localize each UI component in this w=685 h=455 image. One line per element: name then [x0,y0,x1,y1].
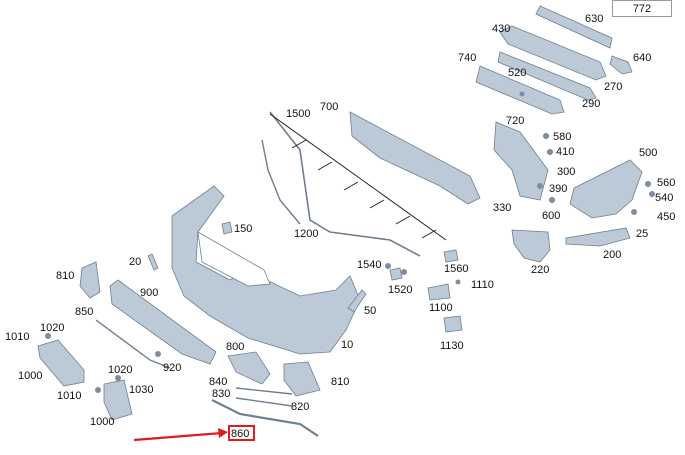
part-label-25[interactable]: 25 [636,228,649,240]
part-label-20[interactable]: 20 [129,256,142,268]
part-label-720[interactable]: 720 [506,115,525,127]
part-label-1130[interactable]: 1130 [440,340,464,352]
part-label-1010[interactable]: 1010 [57,390,82,402]
part-label-640[interactable]: 640 [633,52,652,64]
part-label-540[interactable]: 540 [655,192,674,204]
part-label-630[interactable]: 630 [585,13,604,25]
part-label-820[interactable]: 820 [291,401,310,413]
part-label-10[interactable]: 10 [341,339,354,351]
part-label-840[interactable]: 840 [209,376,228,388]
part-label-330[interactable]: 330 [493,202,512,214]
part-520-bracket [475,65,565,115]
part-label-1030[interactable]: 1030 [129,384,154,396]
part-label-220[interactable]: 220 [531,264,550,276]
part-720-side-bracket [493,121,549,201]
part-1500-leader-grid [269,113,447,241]
part-20-clip [147,253,159,271]
part-label-1110[interactable]: 1110 [471,279,494,291]
part-290-bracket [497,51,597,101]
part-label-1100[interactable]: 1100 [429,302,453,314]
part-50-trim [347,289,367,313]
part-label-830[interactable]: 830 [212,388,231,400]
part-label-810[interactable]: 810 [331,376,350,388]
part-900-grille [109,279,217,365]
part-label-560[interactable]: 560 [657,177,676,189]
part-label-920[interactable]: 920 [163,362,182,374]
part-label-900[interactable]: 900 [140,287,159,299]
part-label-390[interactable]: 390 [549,183,568,195]
part-label-740[interactable]: 740 [458,52,477,64]
part-840-830-trim-strips [235,387,293,407]
part-label-430[interactable]: 430 [492,23,511,35]
part-1000-license-plate-holder-b [103,379,133,421]
part-220-cover [511,229,551,263]
part-10-bumper-cover [171,185,361,355]
part-810-right-insert [283,361,321,397]
part-label-580[interactable]: 580 [553,131,572,143]
highlight-arrow [133,428,228,442]
part-label-810[interactable]: 810 [56,270,75,282]
part-label-1000[interactable]: 1000 [18,370,43,382]
part-label-1020[interactable]: 1020 [40,322,65,334]
part-label-500[interactable]: 500 [639,147,658,159]
small-fasteners [39,91,655,393]
part-label-450[interactable]: 450 [657,211,676,223]
part-label-1010[interactable]: 1010 [5,331,30,343]
part-label-1200[interactable]: 1200 [294,228,319,240]
part-label-520[interactable]: 520 [508,67,527,79]
part-640-clip [609,55,633,75]
part-200-trim [565,227,631,247]
part-1000-license-plate-holder [37,339,85,387]
part-label-800[interactable]: 800 [226,341,245,353]
part-630-trim-bar [535,5,613,49]
part-1540-sensor [389,267,403,281]
part-500-side-bracket-right [569,159,643,219]
part-1100-bracket [427,283,451,301]
part-label-1540[interactable]: 1540 [357,259,382,271]
part-label-1020[interactable]: 1020 [108,364,133,376]
diagram-number-box: 772 [612,0,672,17]
part-label-700[interactable]: 700 [320,101,339,113]
part-label-600[interactable]: 600 [542,210,561,222]
part-label-50[interactable]: 50 [364,305,377,317]
part-label-850[interactable]: 850 [75,306,94,318]
part-label-1000[interactable]: 1000 [90,416,115,428]
part-label-1560[interactable]: 1560 [444,263,469,275]
part-150-clip [221,221,233,235]
part-850-trim [95,319,171,369]
highlighted-part-box[interactable] [228,425,255,441]
part-label-1520[interactable]: 1520 [388,284,413,296]
part-label-270[interactable]: 270 [604,81,623,93]
highlighted-part-label[interactable]: 860 [231,428,250,440]
part-810-left-bracket [79,261,101,299]
part-1560-sensor [443,249,459,263]
part-430-bracket-rail [499,25,607,81]
part-860-lower-trim [211,399,319,437]
part-label-200[interactable]: 200 [603,249,622,261]
part-1200-wiring-harness [261,111,421,257]
part-700-impact-absorber [349,111,481,205]
part-label-1500[interactable]: 1500 [286,108,311,120]
part-800-grille-insert [227,351,271,385]
part-label-290[interactable]: 290 [582,98,601,110]
part-label-300[interactable]: 300 [557,166,576,178]
part-1130-cover [443,315,463,333]
part-label-150[interactable]: 150 [234,223,253,235]
part-label-410[interactable]: 410 [556,146,575,158]
